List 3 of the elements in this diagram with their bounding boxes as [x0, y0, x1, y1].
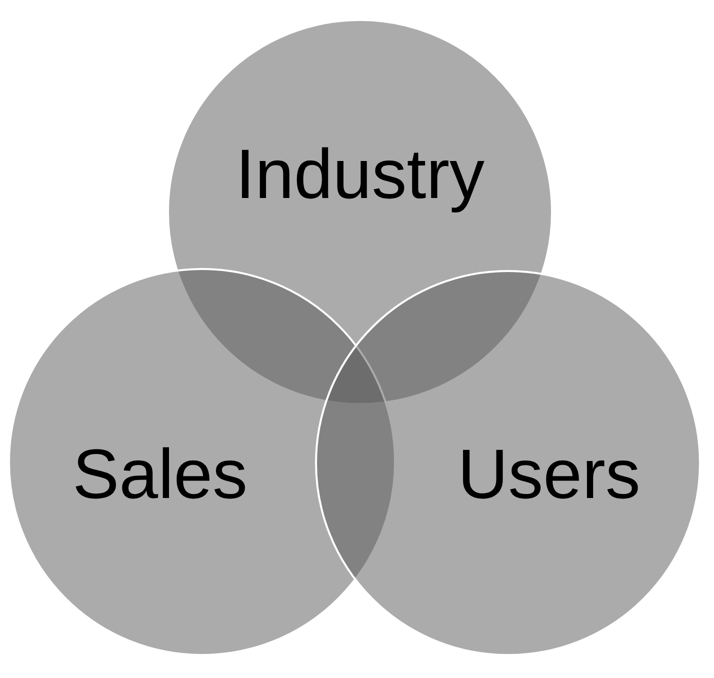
circle-label: Users [458, 439, 640, 509]
venn-circle [315, 270, 701, 656]
circle-label: Sales [72, 439, 248, 509]
